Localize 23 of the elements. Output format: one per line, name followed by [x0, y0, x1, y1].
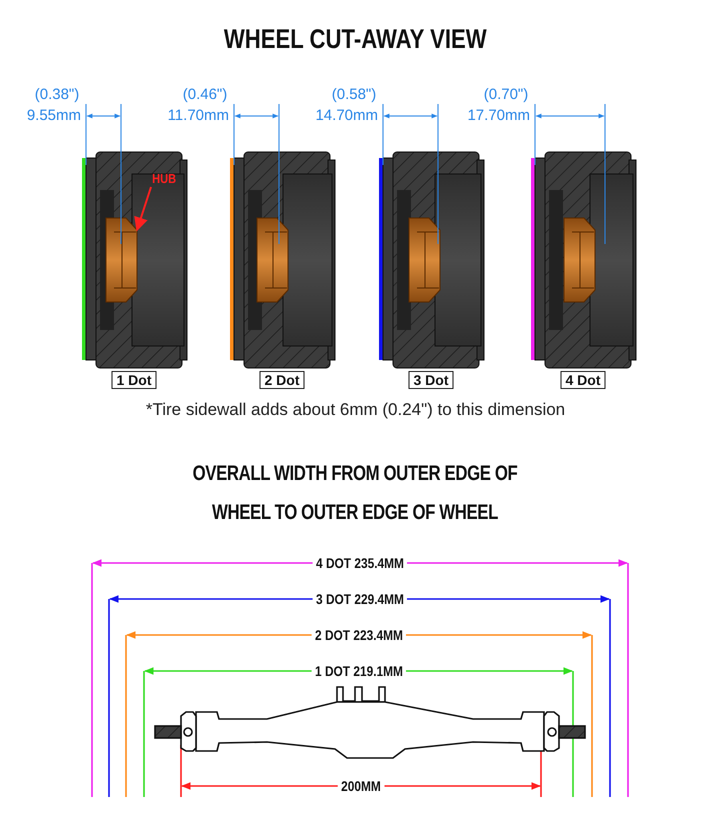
dimension-label: 11.70mm: [168, 107, 229, 125]
callout-label: HUB: [152, 171, 176, 186]
dimension-label: (0.70"): [482, 86, 530, 104]
dimension-label: 17.70mm: [467, 107, 530, 125]
dimension-label: 14.70mm: [315, 107, 378, 125]
section-heading: OVERALL WIDTH FROM OUTER EDGE OF WHEEL TO OUTER EDGE OF WHEEL: [192, 461, 518, 526]
dimension-label: 2 DOT 223.4MM: [312, 627, 406, 643]
dimension-label: 200MM: [338, 778, 384, 794]
dimension-label: 1 DOT 219.1MM: [311, 663, 406, 679]
wheel-label: 1 Dot: [112, 371, 156, 389]
wheel-label: 4 Dot: [560, 371, 606, 389]
footnote: *Tire sidewall adds about 6mm (0.24") to this dimension: [146, 400, 566, 419]
dimension-label: (0.58"): [330, 86, 378, 104]
title: WHEEL CUT-AWAY VIEW: [223, 24, 488, 55]
wheel-label: 3 Dot: [408, 371, 454, 389]
dimension-label: 9.55mm: [26, 107, 81, 125]
dimension-label: (0.38"): [34, 86, 80, 104]
wheel-label: 2 Dot: [260, 371, 304, 389]
dimension-label: (0.46"): [182, 86, 228, 104]
hub-part: [106, 218, 138, 302]
dimension-label: 3 DOT 229.4MM: [312, 591, 407, 607]
leader-line: [134, 186, 152, 232]
dimension-label: 4 DOT 235.4MM: [312, 555, 408, 571]
